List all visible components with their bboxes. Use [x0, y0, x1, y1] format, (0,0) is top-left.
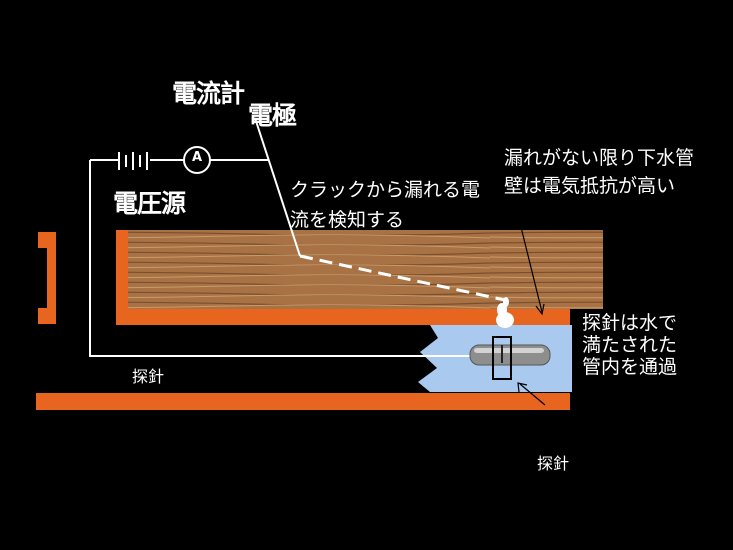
ammeter-symbol: A — [190, 151, 204, 166]
crack-current-label-line1: クラックから漏れる電 — [290, 180, 480, 202]
probe-pass-label-line3: 管内を通過 — [582, 357, 677, 379]
lower-pipe-wall — [36, 393, 570, 410]
probe-pass-label-line1: 探針は水で — [582, 313, 677, 335]
battery-symbol — [119, 152, 147, 170]
probe-pass-label-line2: 満たされた — [582, 335, 677, 357]
crack-current-label-line2: 流を検知する — [290, 210, 404, 232]
probe-label-left: 探針 — [132, 368, 164, 386]
electrode-label: 電極 — [248, 102, 296, 131]
no-leak-label-line2: 壁は電気抵抗が高い — [504, 176, 675, 198]
left-pipe-fragment — [38, 232, 56, 324]
probe-label-bottom: 探針 — [537, 455, 569, 473]
no-leak-label-line1: 漏れがない限り下水管 — [504, 148, 694, 170]
voltage-source-label: 電圧源 — [113, 190, 185, 219]
ammeter-title: 電流計 — [172, 80, 244, 109]
